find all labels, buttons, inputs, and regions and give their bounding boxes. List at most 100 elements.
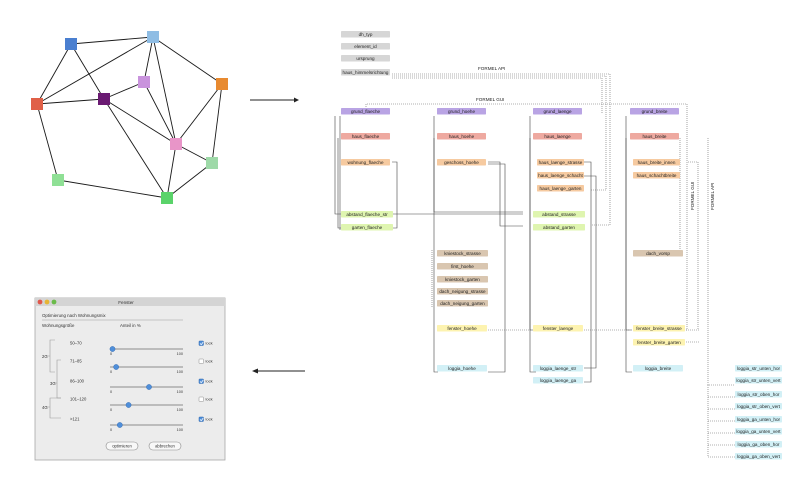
param-box-bg[interactable] bbox=[537, 172, 584, 179]
param-box-haus-laenge-schacht[interactable]: haus_laenge_schacht bbox=[537, 172, 584, 179]
minimize-icon[interactable] bbox=[44, 299, 50, 305]
param-box-loggia-str-oben-hor[interactable]: loggia_str_oben_hor bbox=[735, 391, 782, 398]
param-box-loggia-ga-unten-hor[interactable]: loggia_ga_unten_hor bbox=[735, 416, 782, 423]
param-box-grund-breite[interactable]: grund_breite bbox=[630, 108, 679, 115]
param-box-fenster-laenge[interactable]: fenster_laenge bbox=[533, 325, 583, 332]
param-box-fenster-breite-garten[interactable]: fenster_breite_garten bbox=[633, 339, 685, 346]
param-box-bg[interactable] bbox=[735, 453, 782, 460]
lock-checkbox-box[interactable] bbox=[198, 396, 204, 402]
zoom-icon[interactable] bbox=[51, 299, 57, 305]
param-box-haus-laenge-strasse[interactable]: haus_laenge_strasse bbox=[537, 159, 584, 166]
lock-checkbox[interactable]: lock bbox=[198, 340, 213, 346]
param-box-bg[interactable] bbox=[341, 55, 390, 62]
param-box-haus-hoehe[interactable]: haus_hoehe bbox=[437, 133, 486, 140]
slider-knob[interactable] bbox=[117, 422, 123, 428]
param-box-bg[interactable] bbox=[533, 133, 582, 140]
param-box-bg[interactable] bbox=[341, 108, 390, 115]
param-box-abstand-flaeche-str[interactable]: abstand_flaeche_str bbox=[341, 211, 393, 218]
cancel-button[interactable]: abbrechen bbox=[148, 441, 182, 451]
param-box-grund-laenge[interactable]: grund_laenge bbox=[533, 108, 582, 115]
param-box-fenster-hoehe[interactable]: fenster_hoehe bbox=[437, 325, 487, 332]
param-box-bg[interactable] bbox=[533, 224, 585, 231]
lock-checkbox-box[interactable] bbox=[198, 416, 204, 422]
lock-checkbox-box[interactable] bbox=[198, 340, 204, 346]
param-box-bg[interactable] bbox=[735, 377, 782, 384]
param-box-loggia-laenge-ga[interactable]: loggia_laenge_ga bbox=[533, 377, 583, 384]
param-box-haus-flaeche[interactable]: haus_flaeche bbox=[341, 133, 390, 140]
param-box-bg[interactable] bbox=[437, 276, 488, 283]
param-box-bg[interactable] bbox=[633, 365, 683, 372]
cancel-button-bg[interactable] bbox=[148, 441, 182, 451]
param-box-wohnung-flaeche[interactable]: wohnung_flaeche bbox=[341, 159, 390, 166]
param-box-loggia-breite[interactable]: loggia_breite bbox=[633, 365, 683, 372]
param-box-haus-breite-innen[interactable]: haus_breite_innen bbox=[633, 159, 680, 166]
param-box-bg[interactable] bbox=[437, 288, 488, 295]
param-box-loggia-laenge-str[interactable]: loggia_laenge_str bbox=[533, 365, 583, 372]
lock-checkbox[interactable]: lock bbox=[198, 379, 213, 384]
param-box-bg[interactable] bbox=[735, 416, 782, 423]
param-box-bg[interactable] bbox=[437, 108, 486, 115]
param-box-loggia-ga-oben-vert[interactable]: loggia_ga_oben_vert bbox=[735, 453, 782, 460]
slider-knob[interactable] bbox=[146, 384, 152, 390]
param-box-bg[interactable] bbox=[735, 391, 782, 398]
param-box-grund-hoehe[interactable]: grund_hoehe bbox=[437, 108, 486, 115]
param-box-dach-neigung-strasse[interactable]: dach_neigung_strasse bbox=[437, 288, 488, 295]
param-box-bg[interactable] bbox=[341, 69, 390, 76]
lock-checkbox-box[interactable] bbox=[198, 358, 204, 364]
param-box-bg[interactable] bbox=[735, 428, 782, 435]
param-box-loggia-ga-unten-vert[interactable]: loggia_ga_unten_vert bbox=[735, 428, 782, 435]
param-box-element-id[interactable]: element_id bbox=[341, 43, 390, 50]
param-box-bg[interactable] bbox=[437, 159, 486, 166]
optimize-button[interactable]: optimieren bbox=[105, 441, 139, 451]
param-box-bg[interactable] bbox=[437, 365, 487, 372]
slider-knob[interactable] bbox=[113, 364, 119, 370]
param-box-bg[interactable] bbox=[437, 133, 486, 140]
param-box-bg[interactable] bbox=[633, 159, 680, 166]
param-box-haus-laenge-garten[interactable]: haus_laenge_garten bbox=[537, 185, 584, 192]
param-box-haus-laenge[interactable]: haus_laenge bbox=[533, 133, 582, 140]
param-box-bg[interactable] bbox=[437, 300, 488, 307]
param-box-haus-schachtbreite[interactable]: haus_schachtbreite bbox=[633, 172, 680, 179]
lock-checkbox[interactable]: lock bbox=[198, 416, 213, 422]
param-box-dach-neigung-garten[interactable]: dach_neigung_garten bbox=[437, 300, 488, 307]
param-box-haus-breite[interactable]: haus_breite bbox=[630, 133, 679, 140]
param-box-loggia-ga-oben-hor[interactable]: loggia_ga_oben_hor bbox=[735, 441, 782, 448]
param-box-dh-typ[interactable]: dh_typ bbox=[341, 31, 390, 38]
slider-knob[interactable] bbox=[109, 346, 116, 352]
param-box-dach-vorsp[interactable]: dach_vorsp bbox=[633, 250, 683, 257]
param-box-geschoss-hoehe[interactable]: geschoss_hoehe bbox=[437, 159, 486, 166]
param-box-bg[interactable] bbox=[341, 133, 390, 140]
param-box-bg[interactable] bbox=[735, 365, 782, 372]
param-box-abstand-garten[interactable]: abstand_garten bbox=[533, 224, 585, 231]
param-box-bg[interactable] bbox=[630, 133, 679, 140]
param-box-bg[interactable] bbox=[537, 185, 584, 192]
param-box-bg[interactable] bbox=[437, 263, 488, 270]
optimize-button-bg[interactable] bbox=[105, 441, 139, 451]
param-box-bg[interactable] bbox=[533, 211, 585, 218]
param-box-bg[interactable] bbox=[633, 172, 680, 179]
slider-knob[interactable] bbox=[125, 402, 132, 408]
param-box-loggia-str-unten-hor[interactable]: loggia_str_unten_hor bbox=[735, 365, 782, 372]
lock-checkbox[interactable]: lock bbox=[198, 358, 213, 364]
param-box-grund-flaeche[interactable]: grund_flaeche bbox=[341, 108, 390, 115]
param-box-bg[interactable] bbox=[341, 43, 390, 50]
param-box-loggia-str-oben-vert[interactable]: loggia_str_oben_vert bbox=[735, 403, 782, 410]
param-box-bg[interactable] bbox=[630, 108, 679, 115]
param-box-bg[interactable] bbox=[533, 108, 582, 115]
param-box-bg[interactable] bbox=[437, 325, 487, 332]
param-box-bg[interactable] bbox=[341, 211, 393, 218]
param-box-bg[interactable] bbox=[633, 339, 685, 346]
param-box-bg[interactable] bbox=[341, 159, 390, 166]
close-icon[interactable] bbox=[37, 299, 43, 305]
param-box-bg[interactable] bbox=[341, 224, 393, 231]
param-box-bg[interactable] bbox=[533, 365, 583, 372]
param-box-bg[interactable] bbox=[633, 250, 683, 257]
param-box-abstand-strasse[interactable]: abstand_strasse bbox=[533, 211, 585, 218]
param-box-bg[interactable] bbox=[735, 441, 782, 448]
param-box-bg[interactable] bbox=[533, 377, 583, 384]
param-box-loggia-hoehe[interactable]: loggia_hoehe bbox=[437, 365, 487, 372]
param-box-bg[interactable] bbox=[633, 325, 685, 332]
param-box-haus-himmelsrichtung[interactable]: haus_himmelsrichtung bbox=[341, 69, 390, 76]
param-box-bg[interactable] bbox=[735, 403, 782, 410]
param-box-kniestock-garten[interactable]: kniestock_garten bbox=[437, 276, 488, 283]
